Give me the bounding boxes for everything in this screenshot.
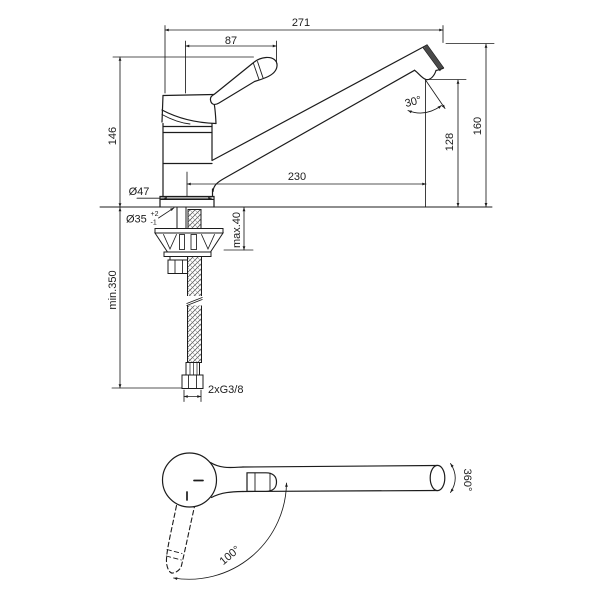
dim-overall-width bbox=[164, 25, 444, 94]
handle-swivel-arc bbox=[173, 482, 288, 580]
label-hole-tol-minus: -1 bbox=[151, 220, 157, 227]
mounting-stud bbox=[176, 207, 187, 229]
outlet-angle-indicator bbox=[407, 79, 446, 208]
dim-spout-outlet-height bbox=[428, 79, 467, 208]
body-top-circle bbox=[161, 452, 218, 508]
label-height-to-handle: 146 bbox=[107, 127, 119, 145]
handle-swivel-position bbox=[165, 504, 196, 574]
top-view bbox=[161, 452, 456, 580]
cone-collar bbox=[163, 251, 212, 257]
mounting-nut bbox=[167, 259, 190, 274]
dim-spout-end-height bbox=[445, 43, 495, 208]
label-hole-tol-plus: +2 bbox=[151, 211, 159, 218]
outlet-spray-line bbox=[425, 79, 446, 109]
label-spout-rotation-angle: 360° bbox=[461, 469, 473, 492]
spout bbox=[211, 44, 445, 193]
tube-end bbox=[429, 464, 446, 492]
label-spout-end-height: 160 bbox=[472, 117, 484, 135]
label-base-diameter: Ø47 bbox=[129, 186, 150, 198]
hose-splice bbox=[186, 296, 203, 306]
cone-top-plate bbox=[154, 228, 224, 234]
aerator-bump bbox=[413, 69, 437, 81]
hose-upper bbox=[187, 209, 202, 229]
hose-ferrule bbox=[185, 362, 200, 376]
label-hose-thread: 2xG3/8 bbox=[208, 384, 243, 396]
label-outlet-angle: 30° bbox=[404, 94, 423, 110]
outlet-angle-arc bbox=[407, 105, 442, 114]
dim-hose-thread bbox=[183, 389, 202, 402]
dim-spout-projection bbox=[186, 171, 427, 197]
dim-height-to-handle bbox=[112, 56, 254, 208]
label-hole-diameter: Ø35 bbox=[126, 214, 147, 226]
neck-top bbox=[209, 461, 244, 469]
dim-hole-diameter-leader bbox=[158, 207, 175, 219]
label-handle-projection: 87 bbox=[225, 35, 237, 47]
spout-end-face bbox=[423, 45, 444, 71]
flex-hose bbox=[187, 256, 202, 363]
dimension-lines bbox=[111, 25, 495, 402]
front-view bbox=[99, 25, 495, 402]
label-deck-max: max.40 bbox=[231, 212, 243, 248]
mounting-hardware bbox=[154, 207, 224, 389]
dim-handle-projection bbox=[185, 40, 277, 94]
base-flange bbox=[159, 195, 215, 208]
label-spout-outlet-height: 128 bbox=[444, 133, 456, 151]
label-spout-projection: 230 bbox=[288, 171, 306, 183]
neck-bottom bbox=[210, 490, 244, 499]
dim-hose-min-length bbox=[111, 207, 183, 389]
label-hose-min-length: min.350 bbox=[107, 270, 119, 309]
label-overall-width: 271 bbox=[292, 17, 310, 29]
lever-handle bbox=[209, 56, 278, 106]
hose-end-nut bbox=[181, 374, 204, 389]
handle-dome bbox=[161, 93, 217, 125]
cone-washer bbox=[154, 232, 224, 253]
stud-washer bbox=[169, 256, 188, 261]
lever-top-view bbox=[246, 472, 278, 492]
label-handle-swivel-angle: 100° bbox=[217, 544, 242, 568]
dim-deck-max bbox=[223, 207, 254, 251]
spout-rotation-arc bbox=[450, 463, 456, 493]
